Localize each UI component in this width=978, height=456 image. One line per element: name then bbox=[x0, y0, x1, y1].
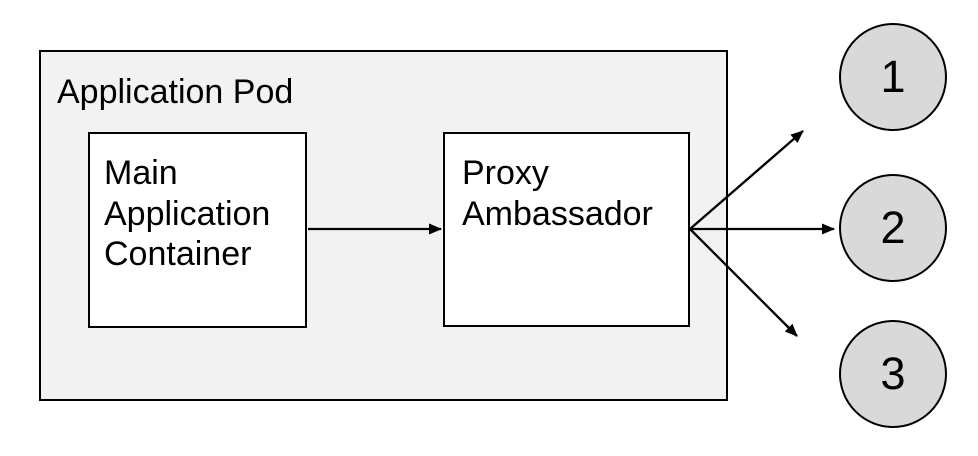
endpoint-node-1: 1 bbox=[839, 23, 947, 131]
proxy-ambassador-node: Proxy Ambassador bbox=[443, 132, 690, 327]
application-pod-label: Application Pod bbox=[57, 73, 294, 111]
endpoint-3-label: 3 bbox=[880, 348, 906, 399]
endpoint-node-3: 3 bbox=[839, 320, 947, 428]
endpoint-node-2: 2 bbox=[839, 174, 947, 282]
proxy-ambassador-label: Proxy Ambassador bbox=[462, 154, 653, 233]
main-application-container-label: Main Application Container bbox=[104, 154, 271, 273]
main-application-container-node: Main Application Container bbox=[88, 132, 307, 328]
endpoint-2-label: 2 bbox=[880, 202, 906, 253]
endpoint-1-label: 1 bbox=[880, 51, 906, 102]
